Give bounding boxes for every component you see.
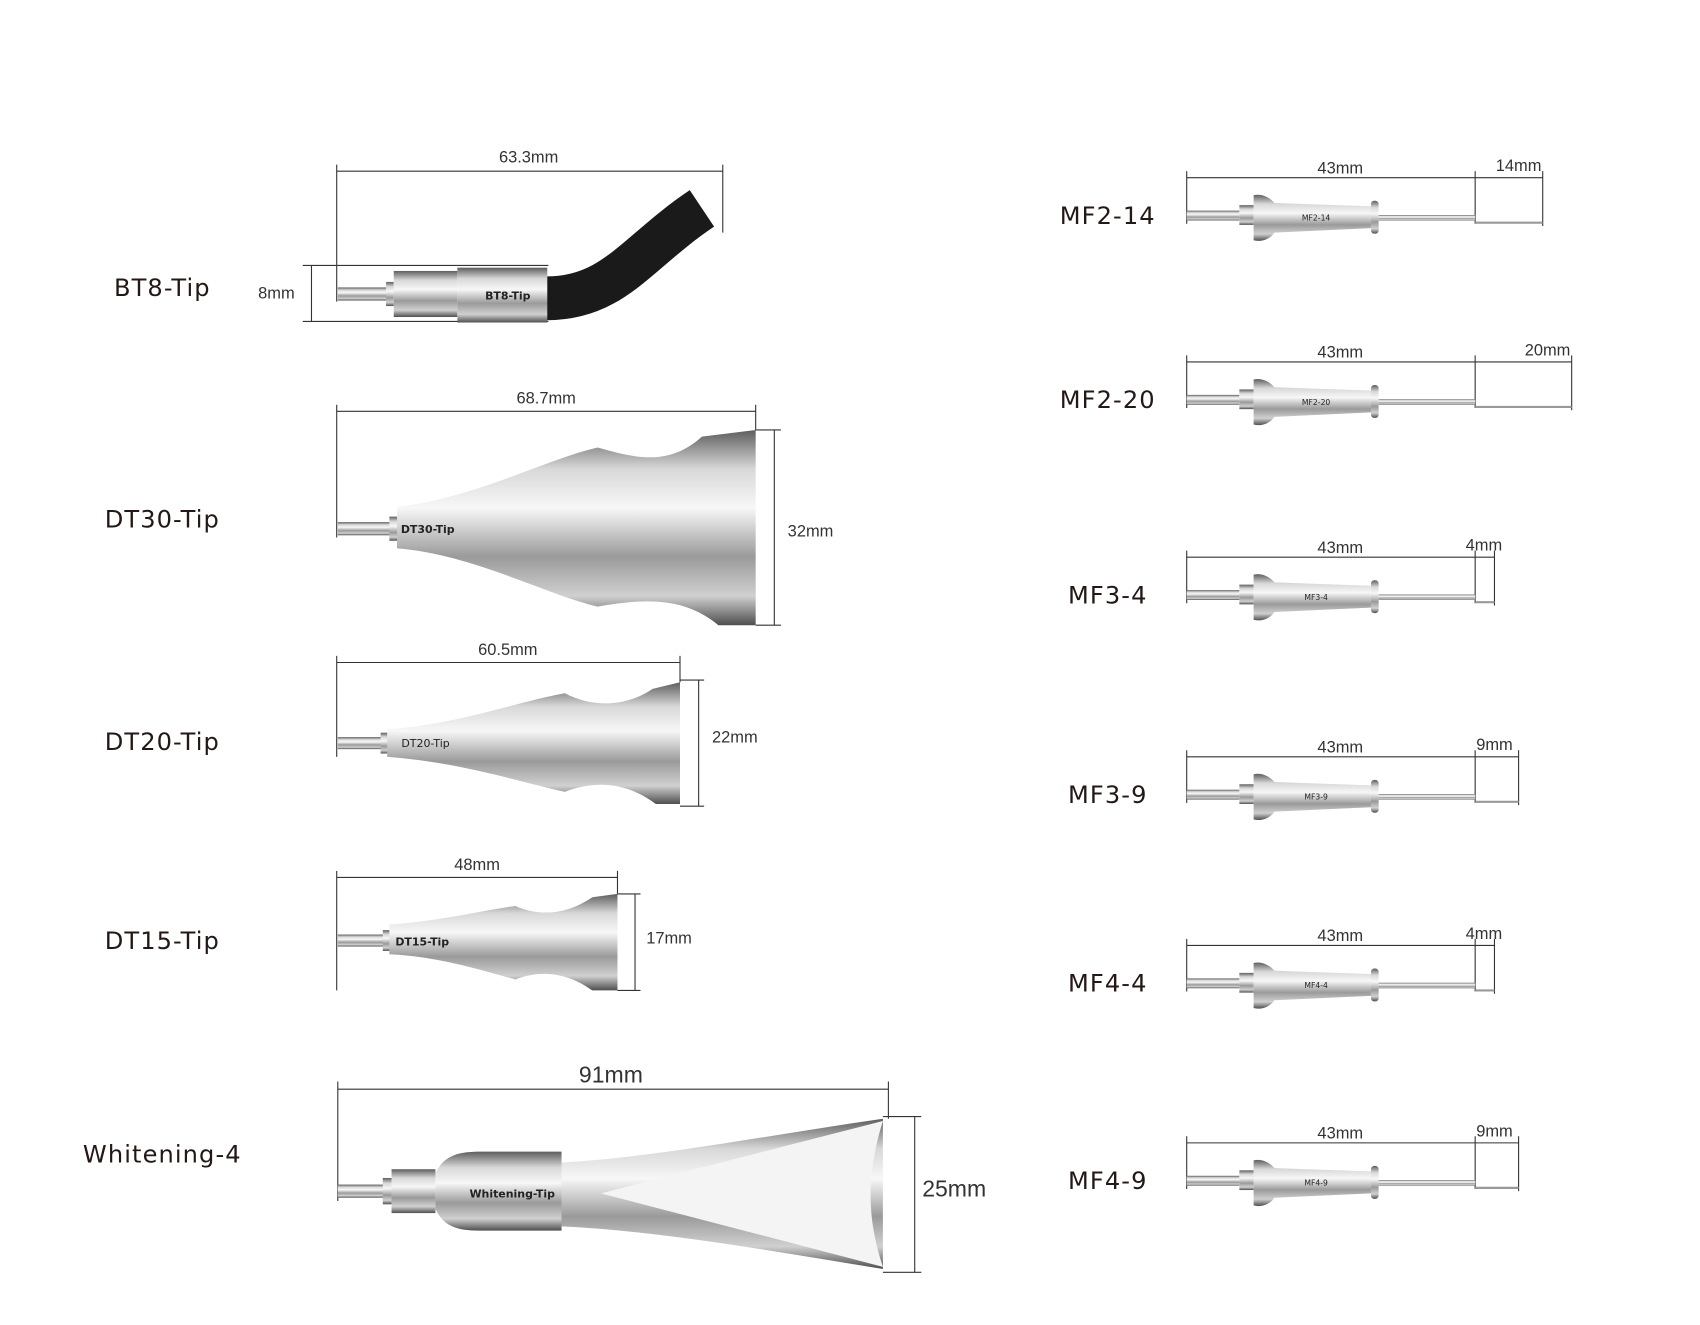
width-dimension: 17mm: [646, 929, 692, 947]
dimension-lines: [1186, 550, 1496, 606]
tip-name: Whitening-4: [83, 1141, 242, 1169]
length-dimension: 43mm: [1317, 1125, 1363, 1143]
tip-name: BT8-Tip: [114, 274, 211, 302]
length-dimension: 60.5mm: [478, 641, 537, 659]
tip-name: MF2-20: [1060, 386, 1156, 414]
dimension-lines: [1186, 355, 1573, 411]
length-dimension: 91mm: [579, 1062, 643, 1088]
engraving: DT30-Tip: [401, 523, 455, 536]
whitening-fan: [601, 1120, 883, 1267]
extension-dimension: 9mm: [1476, 1122, 1513, 1140]
tip-bt8: BT8-Tip 63.3mm 8mm BT8-Tip: [114, 148, 724, 323]
extension-dimension: 4mm: [1466, 925, 1503, 943]
engraving: MF4-4: [1304, 981, 1328, 990]
length-dimension: 43mm: [1317, 539, 1363, 557]
needle: [1378, 215, 1476, 221]
dimension-lines: [1186, 171, 1544, 226]
extension-dimension: 20mm: [1525, 341, 1571, 359]
tip-body: [1253, 962, 1371, 1009]
needle: [1378, 594, 1476, 600]
tip-body: [1253, 773, 1371, 821]
engraving: BT8-Tip: [485, 289, 531, 302]
needle: [1378, 982, 1476, 989]
tip-dt15: DT15-Tip 48mm 17mm DT15-Tip: [105, 856, 692, 991]
extension-dimension: 4mm: [1466, 537, 1503, 555]
tip-name: MF4-4: [1068, 970, 1148, 998]
engraving: MF3-4: [1304, 593, 1328, 602]
tip-body: [1253, 1159, 1371, 1207]
engraving: MF2-14: [1302, 214, 1331, 223]
extension-dimension: 14mm: [1496, 157, 1542, 175]
engraving: MF3-9: [1304, 793, 1328, 802]
tip-dt30: DT30-Tip 68.7mm 32mm DT30-Tip: [105, 390, 834, 626]
dimension-lines: [1186, 1136, 1520, 1192]
needle: [1378, 1180, 1476, 1186]
tip-name: MF3-4: [1068, 581, 1148, 609]
engraving: Whitening-Tip: [469, 1188, 555, 1201]
tip-whitening-4: Whitening-4 91mm 25mm Whitening-Tip: [83, 1062, 986, 1273]
length-dimension: 43mm: [1317, 344, 1363, 362]
tip-name: DT30-Tip: [105, 506, 220, 534]
needle: [1378, 399, 1476, 405]
length-dimension: 48mm: [454, 856, 500, 874]
extension-dimension: 9mm: [1476, 736, 1513, 754]
width-dimension: 25mm: [922, 1176, 986, 1202]
engraving: DT15-Tip: [395, 935, 449, 948]
length-dimension: 63.3mm: [499, 148, 558, 166]
tip-name: MF2-14: [1060, 202, 1156, 230]
tip-name: DT15-Tip: [105, 927, 220, 955]
dimension-lines: [1186, 750, 1520, 806]
engraving: MF2-20: [1302, 398, 1331, 407]
tip-body: [1253, 378, 1371, 426]
tip-body: [1253, 574, 1371, 621]
tip-dt20: DT20-Tip 60.5mm 22mm DT20-Tip: [105, 641, 758, 807]
tip-body: [1253, 194, 1371, 241]
tip-name: MF3-9: [1068, 781, 1148, 809]
width-dimension: 22mm: [712, 729, 758, 747]
width-dimension: 32mm: [788, 522, 834, 540]
dimension-lines: [1186, 938, 1496, 994]
tip-name: MF4-9: [1068, 1167, 1148, 1195]
length-dimension: 68.7mm: [516, 390, 575, 408]
bent-tube: [545, 190, 715, 321]
needle: [1378, 794, 1476, 800]
engraving: DT20-Tip: [401, 737, 449, 750]
tip-name: DT20-Tip: [105, 728, 220, 756]
length-dimension: 43mm: [1317, 738, 1363, 756]
engraving: MF4-9: [1304, 1179, 1328, 1188]
width-dimension: 8mm: [258, 284, 295, 302]
length-dimension: 43mm: [1317, 927, 1363, 945]
length-dimension: 43mm: [1317, 159, 1363, 177]
